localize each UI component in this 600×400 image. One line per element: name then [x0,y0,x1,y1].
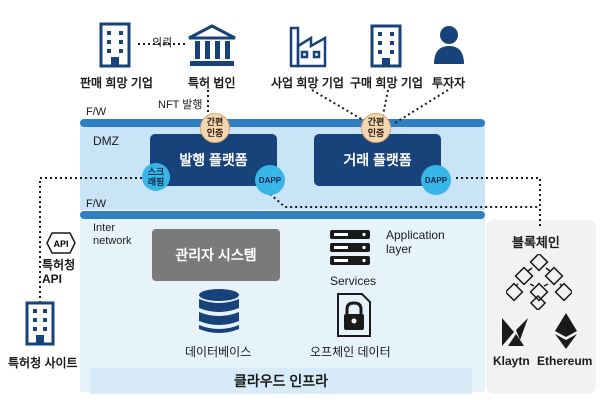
buyer-label: 구매 희망 기업 [350,76,423,90]
offchain-document-lock-icon [337,293,371,337]
trade-platform-label: 거래 플랫폼 [343,152,412,168]
blockchain-title: 블록체인 [512,235,560,250]
seller-label: 판매 희망 기업 [80,76,153,90]
blockchain-network-icon [506,254,572,310]
investor-line [394,89,449,124]
patent-office-icon [188,24,236,66]
seller-building-icon [99,22,131,68]
investor-person-icon [434,26,464,64]
issue-platform-label: 발행 플랫폼 [179,152,248,168]
dapp-trade-line [456,177,541,226]
api-icon-text: API [53,239,68,249]
offchain-label: 오프체인 데이터 [310,345,391,359]
services-label: Services [330,274,377,288]
scraping-line [39,177,142,305]
firewall-top-band [80,119,485,127]
cloud-infra-label: 클라우드 인프라 [233,373,329,389]
ethereum-logo-icon [555,313,577,349]
dmz-label: DMZ [93,134,119,148]
admin-system-box[interactable]: 관리자 시스템 [152,229,280,281]
dapp-badge-issue: DAPP [255,165,285,195]
internetwork-label: Inter network [93,222,132,247]
database-label: 데이터베이스 [185,345,252,359]
scraping-badge: 스크 래핑 [142,163,170,191]
patent-api-label: 특허청 API [42,258,76,286]
patent-site-label: 특허청 사이트 [8,356,78,370]
factory-icon [289,26,327,68]
klaytn-logo-icon [502,318,528,346]
patent-site-building-icon [25,301,55,346]
cloud-infra-bar: 클라우드 인프라 [90,368,472,394]
investor-label: 투자자 [432,76,466,90]
consult-label: 의뢰 [152,37,173,49]
business-line [311,89,369,124]
buyer-building-icon [370,24,402,68]
klaytn-label: Klaytn [493,354,530,368]
admin-system-label: 관리자 시스템 [175,247,257,263]
auth-badge-issue: 간편 인증 [200,113,230,143]
app-layer-label: Application layer [386,228,445,256]
firewall-bottom-band [80,211,485,219]
fw-top-label: F/W [86,106,107,118]
patent-corp-label: 특허 법인 [188,76,236,90]
server-stack-icon [330,230,370,265]
business-label: 사업 희망 기업 [271,76,344,90]
api-icon: API [46,232,76,254]
database-icon [199,289,239,333]
buyer-line [382,89,389,116]
dapp-issue-line [269,193,540,208]
fw-bottom-label: F/W [86,198,107,210]
dapp-badge-trade: DAPP [421,165,451,195]
nft-issue-label: NFT 발행 [158,99,203,111]
internal-network-zone [80,218,485,392]
ethereum-label: Ethereum [537,354,593,368]
auth-badge-trade: 간편 인증 [361,113,391,143]
